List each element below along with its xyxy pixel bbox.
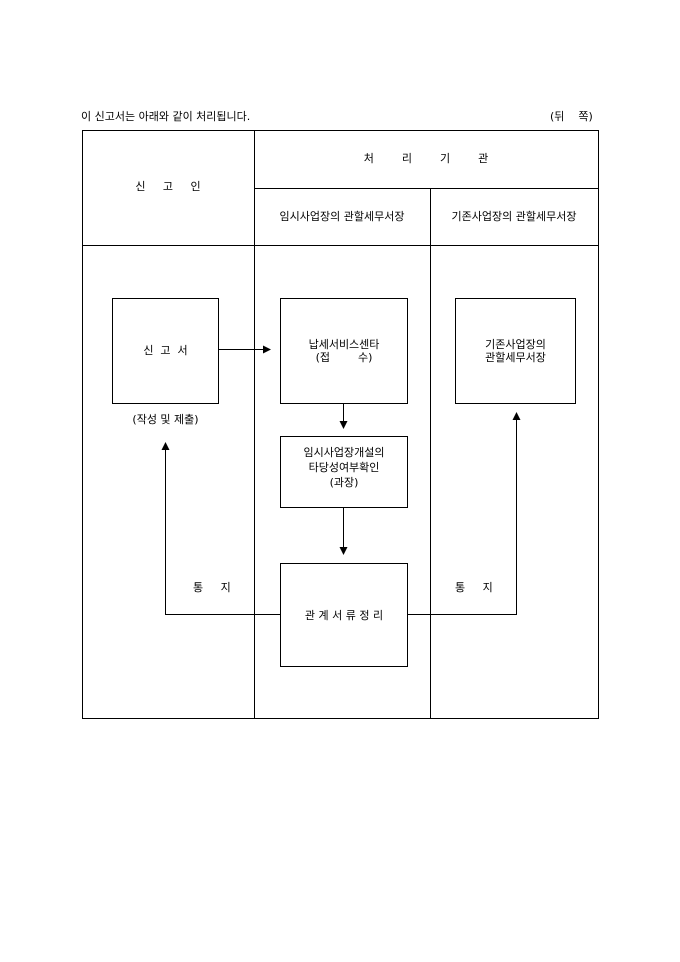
records-box: 관 계 서 류 정 리 bbox=[280, 563, 408, 667]
arrow-notify-declarant bbox=[161, 442, 281, 615]
col-temp-office: 임시사업장의 관할세무서장 bbox=[279, 210, 405, 223]
page-side-label: (뒤 쪽) bbox=[550, 110, 593, 123]
report-box-label: 신 고 서 bbox=[143, 344, 188, 357]
existing-office-box: 기존사업장의 관할세무서장 bbox=[455, 298, 576, 404]
review-line2: 타당성여부확인 bbox=[308, 461, 380, 474]
intro-text: 이 신고서는 아래와 같이 처리됩니다. bbox=[81, 110, 251, 123]
agency-heading: 처 리 기 관 bbox=[363, 152, 489, 165]
arrow-notify-existing-office bbox=[407, 412, 521, 615]
records-box-label: 관 계 서 류 정 리 bbox=[304, 609, 384, 622]
review-box: 임시사업장개설의 타당성여부확인 (과장) bbox=[280, 436, 408, 508]
service-center-line1: 납세서비스센타 bbox=[308, 338, 380, 351]
review-line1: 임시사업장개설의 bbox=[303, 446, 385, 459]
report-caption: (작성 및 제출) bbox=[132, 413, 199, 426]
service-center-box: 납세서비스센타 (접 수) bbox=[280, 298, 408, 404]
col-existing-office: 기존사업장의 관할세무서장 bbox=[451, 210, 577, 223]
service-center-line2: (접 수) bbox=[315, 351, 373, 364]
declarant-heading: 신 고 인 bbox=[135, 180, 201, 193]
existing-office-line2: 관할세무서장 bbox=[485, 351, 546, 364]
notify-right-label: 통 지 bbox=[455, 581, 493, 594]
review-line3: (과장) bbox=[329, 476, 359, 489]
existing-office-line1: 기존사업장의 bbox=[485, 338, 546, 351]
notify-left-label: 통 지 bbox=[193, 581, 231, 594]
report-box: 신 고 서 bbox=[112, 298, 219, 404]
